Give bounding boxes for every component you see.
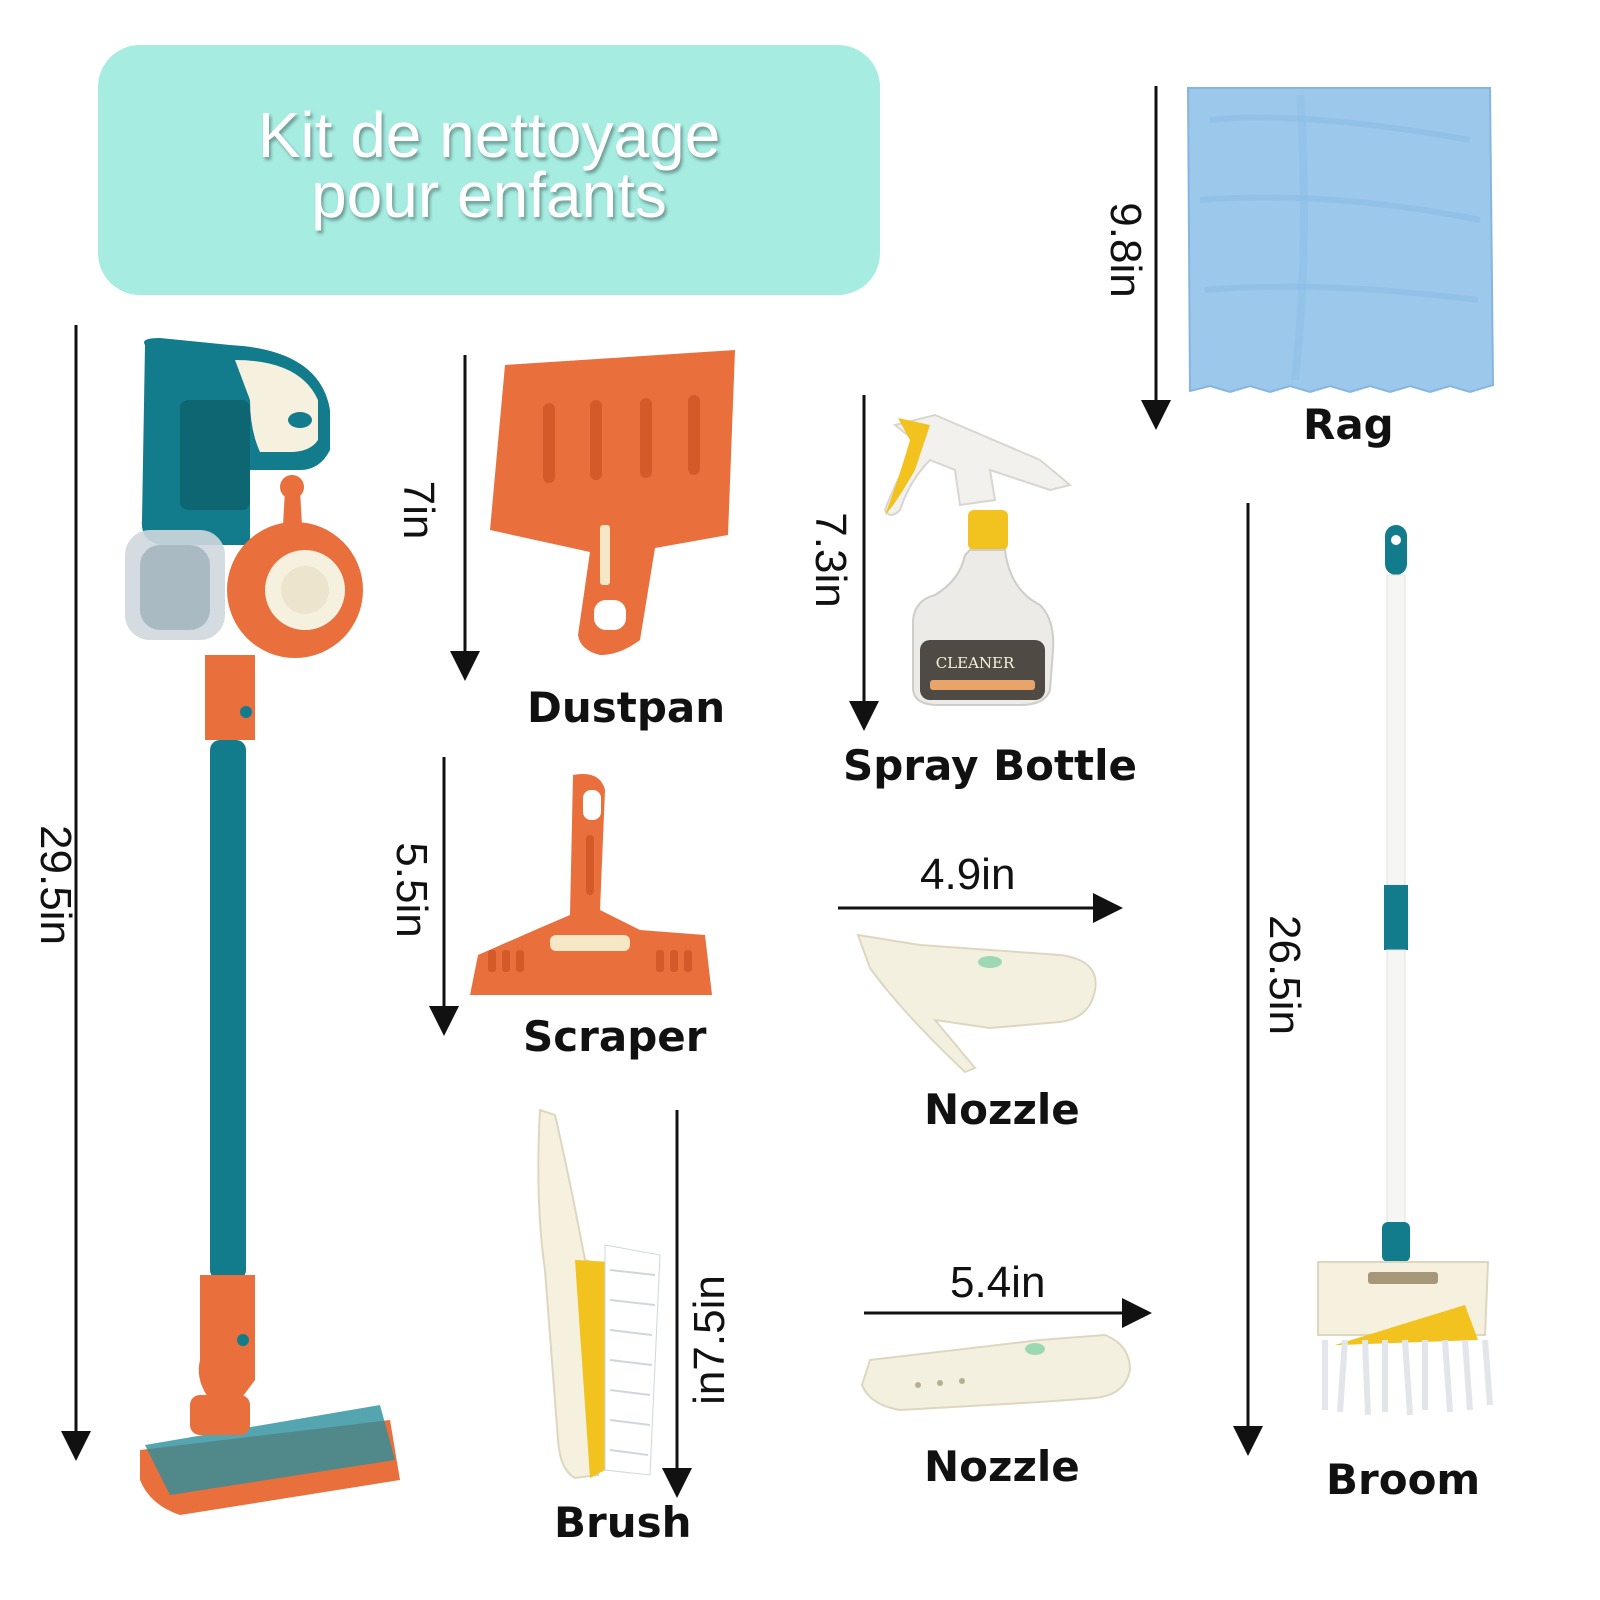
dustpan-label: Dustpan	[527, 683, 726, 732]
spray-bottle-image: CLEANER	[883, 413, 1073, 706]
brush-label: Brush	[554, 1498, 692, 1547]
bottle-text: CLEANER	[936, 654, 1015, 672]
broom-image	[1317, 525, 1493, 1416]
nozzle-1-image	[856, 933, 1097, 1074]
vacuum-image	[125, 338, 400, 1515]
broom-label: Broom	[1326, 1455, 1481, 1504]
nozzle-1-label: Nozzle	[924, 1085, 1080, 1134]
vacuum-size: 29.5in	[31, 825, 80, 945]
scraper-size: 5.5in	[387, 842, 436, 938]
rag-label: Rag	[1303, 400, 1394, 449]
nozzle-2-size: 5.4in	[950, 1258, 1046, 1307]
broom-size: 26.5in	[1260, 915, 1309, 1035]
brush-image	[537, 1108, 661, 1480]
title-line-2: pour enfants	[311, 159, 667, 231]
dustpan-image	[490, 350, 735, 655]
measurement-arrows	[61, 86, 1263, 1498]
nozzle-2-image	[860, 1333, 1132, 1412]
spray-bottle-label: Spray Bottle	[843, 741, 1137, 790]
spray-bottle-size: 7.3in	[806, 512, 855, 608]
title-banner	[98, 45, 880, 295]
scraper-image	[470, 774, 712, 995]
rag-image	[1186, 87, 1495, 394]
dustpan-size: 7in	[394, 480, 443, 540]
nozzle-1-size: 4.9in	[920, 850, 1016, 899]
title-line-1: Kit de nettoyage	[257, 99, 721, 171]
brush-size: in7.5in	[685, 1275, 734, 1405]
scraper-label: Scraper	[523, 1012, 707, 1061]
rag-size: 9.8in	[1101, 202, 1150, 298]
nozzle-2-label: Nozzle	[924, 1442, 1080, 1491]
page-title: Kit de nettoyage pour enfants	[98, 99, 880, 231]
